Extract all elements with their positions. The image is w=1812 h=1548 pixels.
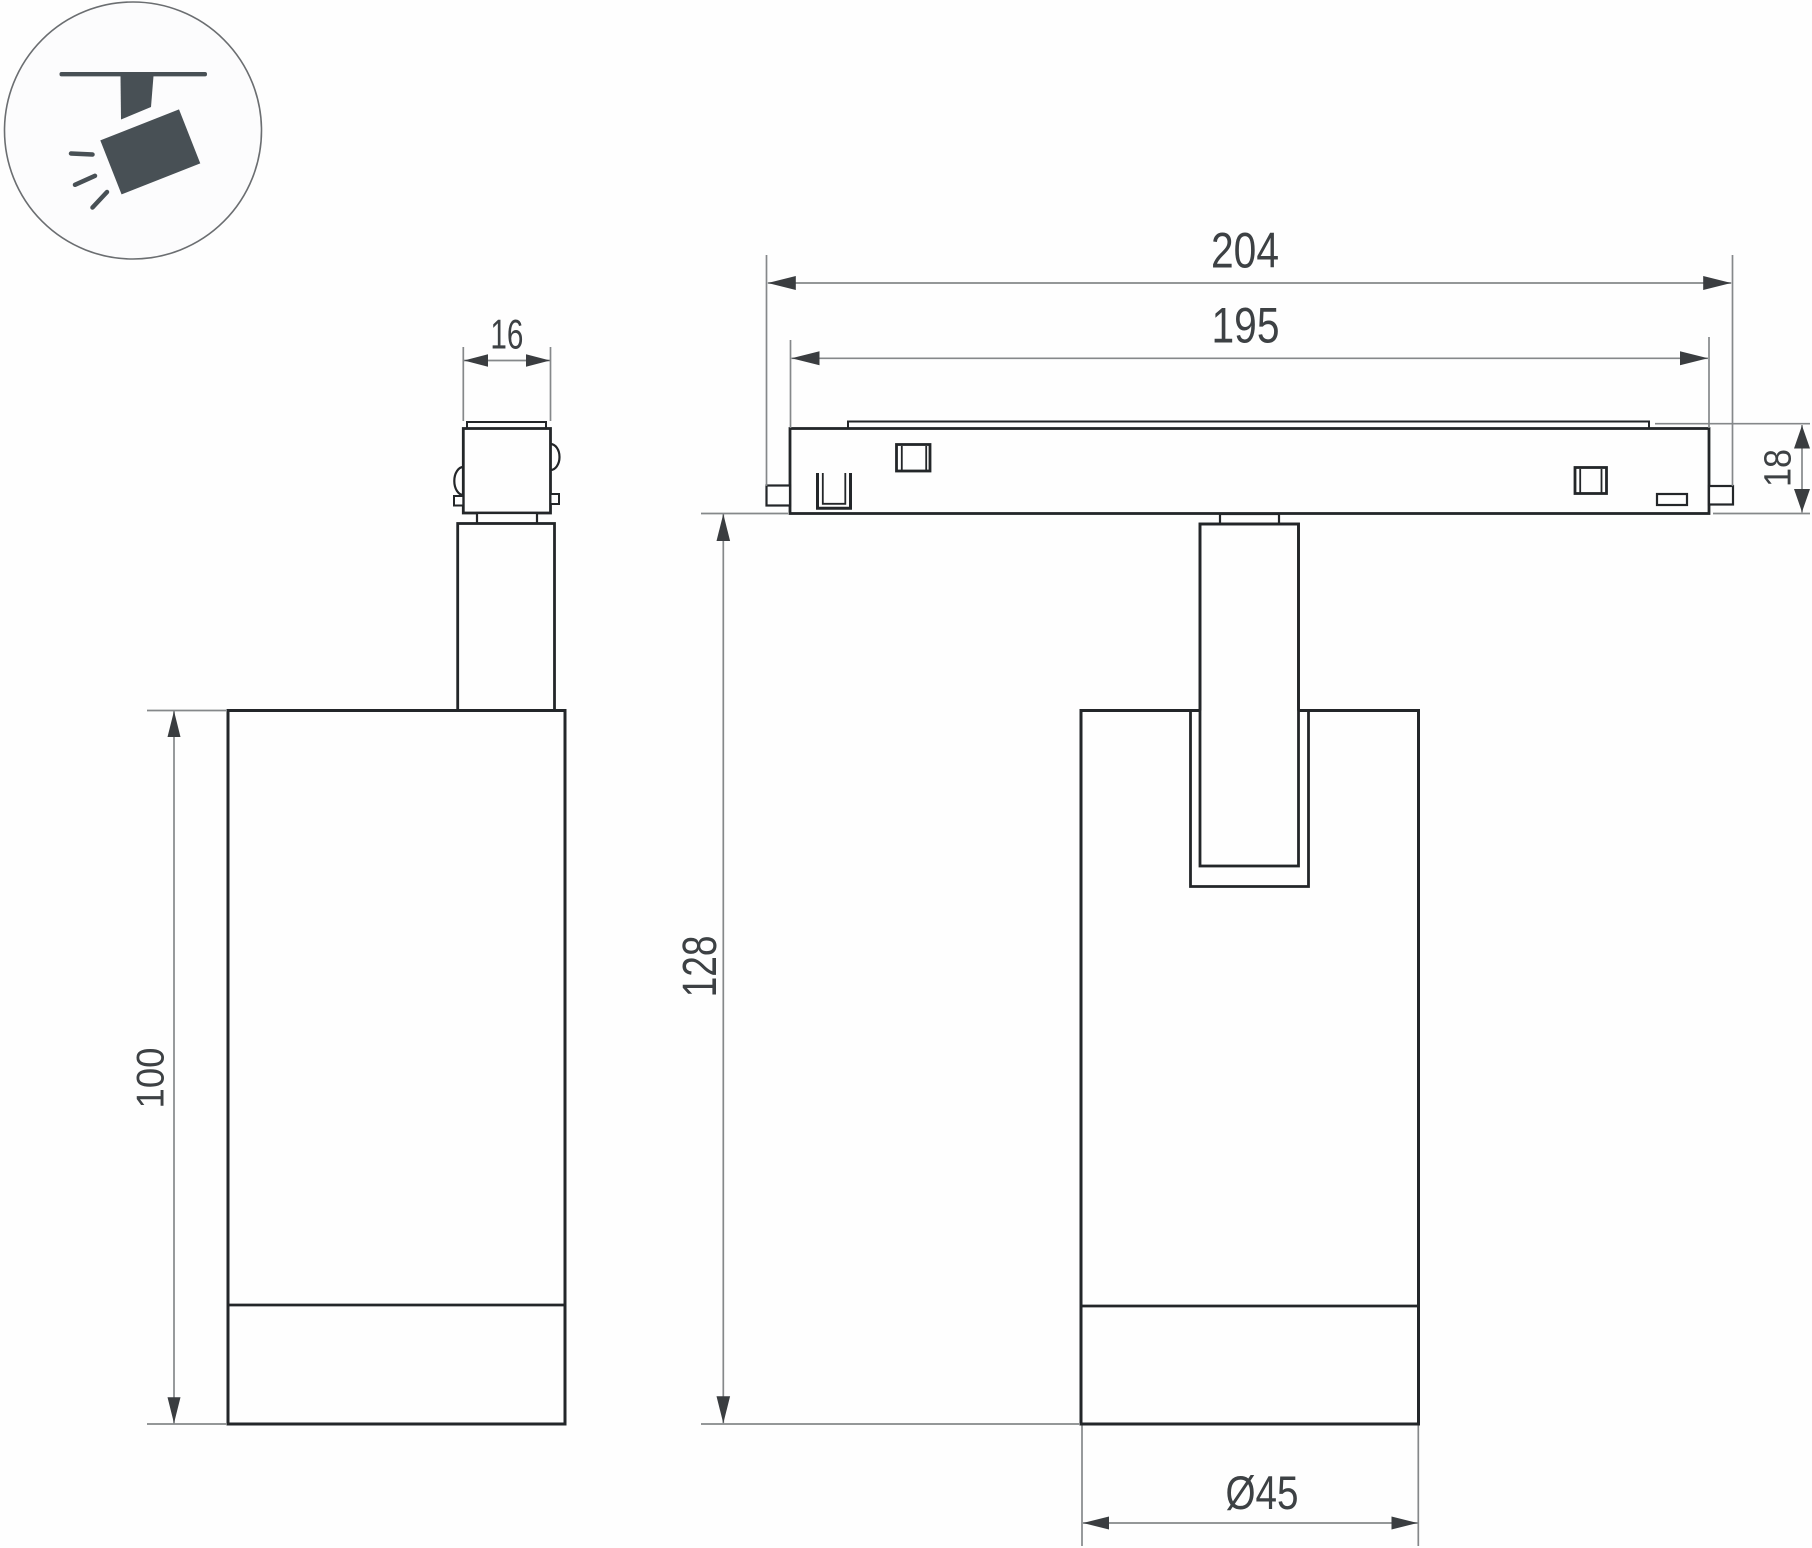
svg-text:16: 16 — [490, 311, 523, 358]
svg-text:128: 128 — [674, 935, 727, 997]
svg-text:Ø45: Ø45 — [1226, 1466, 1299, 1519]
svg-text:18: 18 — [1757, 449, 1799, 487]
svg-text:204: 204 — [1211, 223, 1279, 279]
svg-text:195: 195 — [1212, 297, 1280, 353]
svg-text:100: 100 — [129, 1048, 172, 1109]
